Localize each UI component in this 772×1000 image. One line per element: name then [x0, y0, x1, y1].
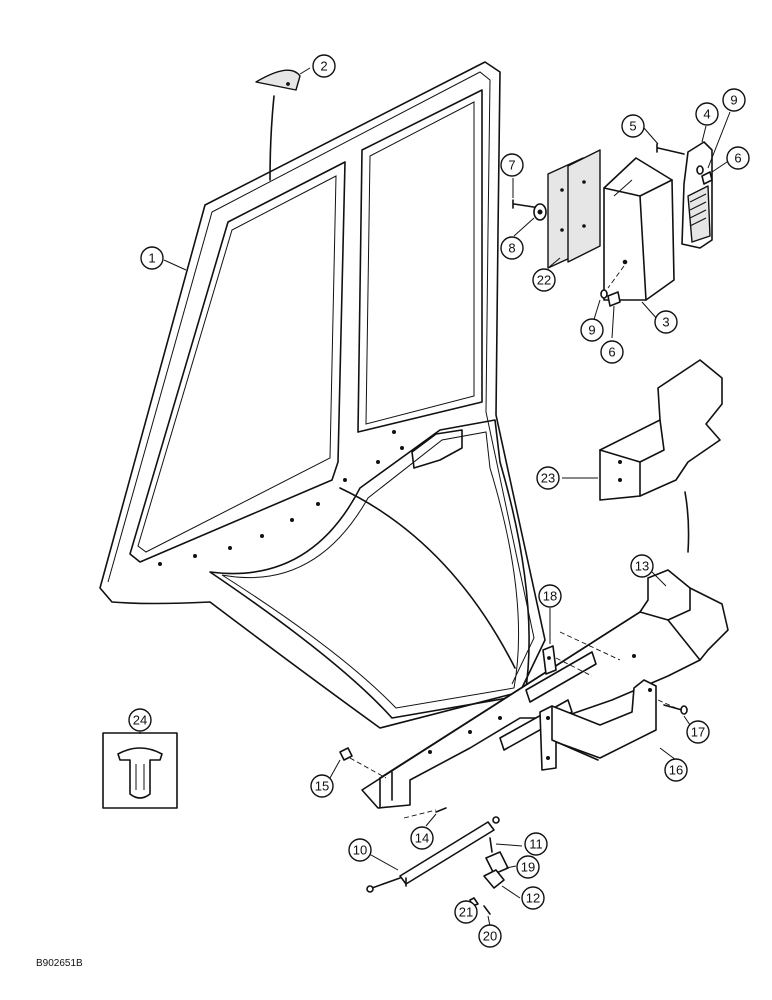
drawing-id: B902651B: [36, 958, 83, 969]
callout-circle: [500, 236, 524, 260]
strut-bracket: [469, 837, 509, 915]
callout-label: 3: [662, 315, 669, 330]
callout-circle: [140, 246, 164, 270]
callout-circle: [454, 900, 478, 924]
callout-label: 19: [521, 860, 535, 875]
callout-circle: [621, 114, 645, 138]
callout-9: 9: [722, 88, 746, 112]
nut-bolt-lower: [339, 747, 447, 819]
callout-circle: [630, 554, 654, 578]
callout-16: 16: [664, 758, 688, 782]
callout-label: 12: [526, 891, 540, 906]
frame-holes: [158, 430, 404, 566]
callout-2: 2: [312, 54, 336, 78]
callout-6: 6: [726, 146, 750, 170]
callout-circle: [580, 318, 604, 342]
callout-circle: [722, 88, 746, 112]
callout-circle: [478, 924, 502, 948]
callout-label: 11: [529, 837, 543, 852]
callout-label: 9: [730, 93, 737, 108]
callout-label: 1: [148, 251, 155, 266]
callout-17: 17: [686, 720, 710, 744]
callout-circle: [686, 720, 710, 744]
gas-strut: [366, 816, 500, 893]
callout-circle: [312, 54, 336, 78]
plate-clip: [542, 645, 593, 677]
callout-7: 7: [500, 153, 524, 177]
callout-label: 16: [669, 763, 683, 778]
callout-9: 9: [580, 318, 604, 342]
callout-label: 7: [508, 158, 515, 173]
bolt-grommet: [512, 199, 547, 221]
lower-rail: [361, 569, 729, 809]
callout-circle: [664, 758, 688, 782]
callout-23: 23: [536, 466, 560, 490]
callout-label: 2: [320, 59, 327, 74]
callout-18: 18: [538, 584, 562, 608]
gasket-strips: [547, 149, 601, 269]
callout-label: 6: [608, 345, 615, 360]
callout-label: 18: [543, 589, 557, 604]
callout-4: 4: [695, 102, 719, 126]
callout-circle: [500, 153, 524, 177]
door-frame: [99, 61, 546, 729]
grab-handle: [539, 679, 677, 771]
callout-8: 8: [500, 236, 524, 260]
callout-circle: [532, 268, 556, 292]
callout-24: 24: [128, 708, 152, 732]
callout-circle: [310, 774, 334, 798]
callout-label: 23: [541, 471, 555, 486]
lamp-housing: [603, 157, 675, 301]
callout-circle: [524, 832, 548, 856]
callout-label: 6: [734, 151, 741, 166]
callout-label: 22: [537, 273, 551, 288]
callout-19: 19: [516, 855, 540, 879]
callout-22: 22: [532, 268, 556, 292]
callout-label: 5: [629, 119, 636, 134]
cover-piece: [599, 359, 723, 553]
callout-15: 15: [310, 774, 334, 798]
fasteners-top: [600, 143, 713, 307]
callout-label: 4: [703, 107, 710, 122]
seal-clip: [255, 69, 301, 181]
callout-circle: [348, 838, 372, 862]
callout-circle: [695, 102, 719, 126]
callout-label: 20: [483, 929, 497, 944]
callout-5: 5: [621, 114, 645, 138]
callout-circle: [521, 886, 545, 910]
callout-11: 11: [524, 832, 548, 856]
callout-circle: [536, 466, 560, 490]
push-pin-inset: [102, 732, 178, 809]
callout-1: 1: [140, 246, 164, 270]
callout-label: 15: [315, 779, 329, 794]
callout-10: 10: [348, 838, 372, 862]
bolt-17: [663, 704, 688, 715]
callout-20: 20: [478, 924, 502, 948]
callout-12: 12: [521, 886, 545, 910]
reflector-bracket: [681, 141, 713, 249]
callout-circle: [538, 584, 562, 608]
callout-label: 9: [588, 323, 595, 338]
callout-circle: [654, 310, 678, 334]
callout-label: 21: [459, 905, 473, 920]
callout-label: 14: [415, 831, 429, 846]
callout-label: 8: [508, 241, 515, 256]
callout-label: 13: [635, 559, 649, 574]
callout-circle: [726, 146, 750, 170]
callout-circle: [600, 340, 624, 364]
callout-6: 6: [600, 340, 624, 364]
callout-label: 10: [353, 843, 367, 858]
callout-circle: [128, 708, 152, 732]
callout-label: 24: [133, 713, 147, 728]
callout-13: 13: [630, 554, 654, 578]
callout-label: 17: [691, 725, 705, 740]
callout-circle: [516, 855, 540, 879]
callout-21: 21: [454, 900, 478, 924]
callout-circle: [410, 826, 434, 850]
callout-3: 3: [654, 310, 678, 334]
callout-14: 14: [410, 826, 434, 850]
